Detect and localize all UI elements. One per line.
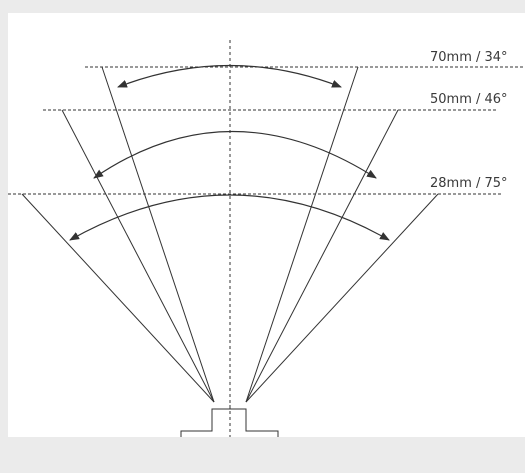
label-28mm: 28mm / 75° bbox=[430, 176, 508, 191]
fov-ray-70mm-left bbox=[101, 66, 215, 403]
label-50mm: 50mm / 46° bbox=[430, 92, 508, 107]
angle-arc-50mm bbox=[93, 130, 377, 179]
fov-ray-50mm-left bbox=[61, 109, 215, 403]
fov-ray-70mm-right bbox=[245, 66, 359, 403]
angle-arc-70mm bbox=[117, 64, 342, 88]
fov-ray-28mm-left bbox=[21, 193, 215, 403]
fov-ray-28mm-right bbox=[245, 193, 439, 403]
field-of-view-diagram: 70mm / 34° 50mm / 46° 28mm / 75° bbox=[8, 40, 525, 437]
fov-ray-50mm-right bbox=[245, 109, 399, 403]
diagram-canvas: 70mm / 34° 50mm / 46° 28mm / 75° bbox=[8, 13, 525, 437]
label-70mm: 70mm / 34° bbox=[430, 50, 508, 65]
angle-arc-28mm bbox=[69, 194, 390, 241]
